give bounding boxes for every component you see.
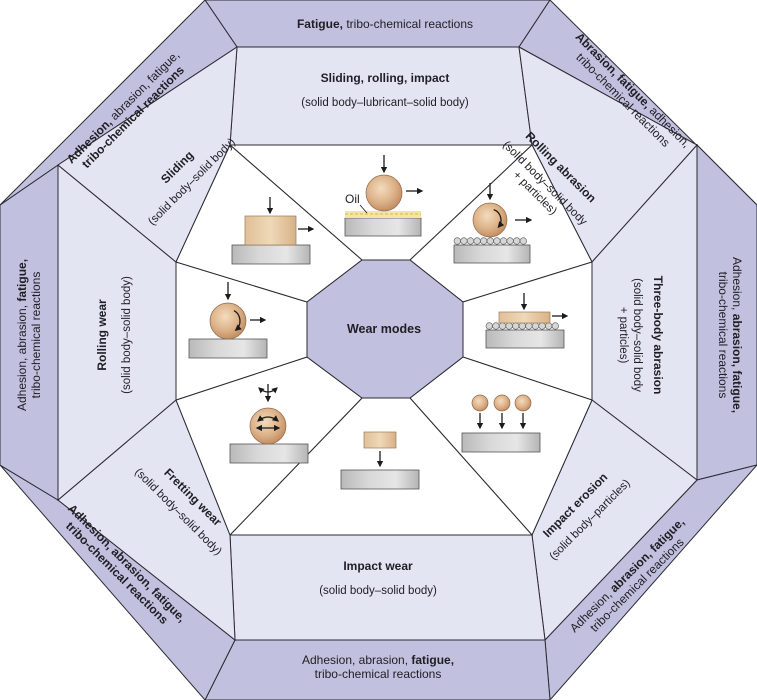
mechanism: Adhesion, [730,257,744,314]
illustration-sliding-block [231,197,315,265]
mechanisms-left: Adhesion, abrasion, fatigue,tribo-chemic… [15,259,43,411]
particles [485,322,559,330]
mechanism: tribo-chemical reactions [315,667,442,681]
mechanism-line: tribo-chemical reactions [315,667,442,681]
oil-label: Oil [345,192,360,206]
mechanism-dominant: fatigue, [411,653,454,667]
mechanism-dominant: fatigue, [15,259,29,302]
illustration-oscillating-ball [229,384,309,464]
mode-top: Sliding, rolling, impact (solid body–lubr… [301,71,469,109]
mode-contact-pair: (solid body–solid body) [121,276,133,394]
mechanism-line: Fatigue, tribo-chemical reactions [297,17,473,31]
mode-contact-pair: (solid body–solid body [631,278,643,392]
oscillation-arrow-icon [258,387,278,394]
substrate [344,217,422,237]
mode-left: Rolling wear (solid body–solid body) [95,276,133,394]
mode-title: Sliding, rolling, impact [321,71,450,85]
illustration-lubricated-rolling-ball: Oil [344,155,424,237]
mechanism: Adhesion, abrasion, [302,653,411,667]
illustration-particles-impacting-surface [461,394,541,453]
ball [472,202,508,238]
mode-bottom: Impact wear (solid body–solid body) [319,559,437,597]
mode-contact-pair: + particles) [617,307,629,364]
mode-title: Rolling wear [95,299,109,371]
block [244,215,297,246]
mechanism: tribo-chemical reactions [29,272,43,399]
center-octagon [306,259,464,399]
center-label: Wear modes [347,322,421,336]
mechanism-line: Adhesion, abrasion, fatigue, [730,257,744,413]
mechanism-dominant: abrasion, fatigue, [730,314,744,413]
block [363,431,397,449]
mode-title: Three-body abrasion [651,276,665,395]
illustration-ball-rolling-on-particles [453,183,533,264]
mechanism-line: tribo-chemical reactions [29,272,43,399]
illustration-block-impacting-surface [340,431,420,490]
rotation-arrow-icon [233,310,242,332]
illustration-block-sliding-on-particles [485,293,569,349]
oil-leader-line [359,204,368,214]
particles [453,237,527,245]
mechanisms-top: Fatigue, tribo-chemical reactions [297,17,473,31]
block [498,311,551,324]
mechanism-line: tribo-chemical reactions [716,272,730,399]
mechanism: tribo-chemical reactions [716,272,730,399]
mechanism: Adhesion, abrasion, [15,302,29,411]
mode-right: Three-body abrasion (solid body–solid bod… [617,276,665,395]
substrate [229,443,309,464]
substrate [461,432,541,453]
illustrations: Oil [188,155,569,490]
mechanism: tribo-chemical reactions [343,17,473,31]
substrate [188,338,268,359]
ball [249,407,287,445]
ball [514,394,532,412]
mode-title: Impact wear [343,559,413,573]
mechanism-line: Adhesion, abrasion, fatigue, [302,653,454,667]
mode-contact-pair: (solid body–lubricant–solid body) [301,97,469,109]
rotation-oscillation-arrow-icon [256,415,280,422]
mode-band-top [229,46,533,146]
mechanism-line: Adhesion, abrasion, fatigue, [15,259,29,411]
substrate [231,244,311,265]
mechanisms-bottom: Adhesion, abrasion, fatigue,tribo-chemic… [302,653,454,681]
mechanism-dominant: Fatigue, [297,17,343,31]
mode-contact-pair: (solid body–solid body) [319,585,437,597]
substrate [340,469,420,490]
rotation-arrow-icon [493,209,505,229]
substrate [485,329,565,349]
ball [471,394,489,412]
ball [493,394,511,412]
illustration-rolling-ball [188,282,268,359]
ball [365,174,403,212]
substrate [453,244,531,264]
mechanisms-right: Adhesion, abrasion, fatigue,tribo-chemic… [716,257,744,413]
